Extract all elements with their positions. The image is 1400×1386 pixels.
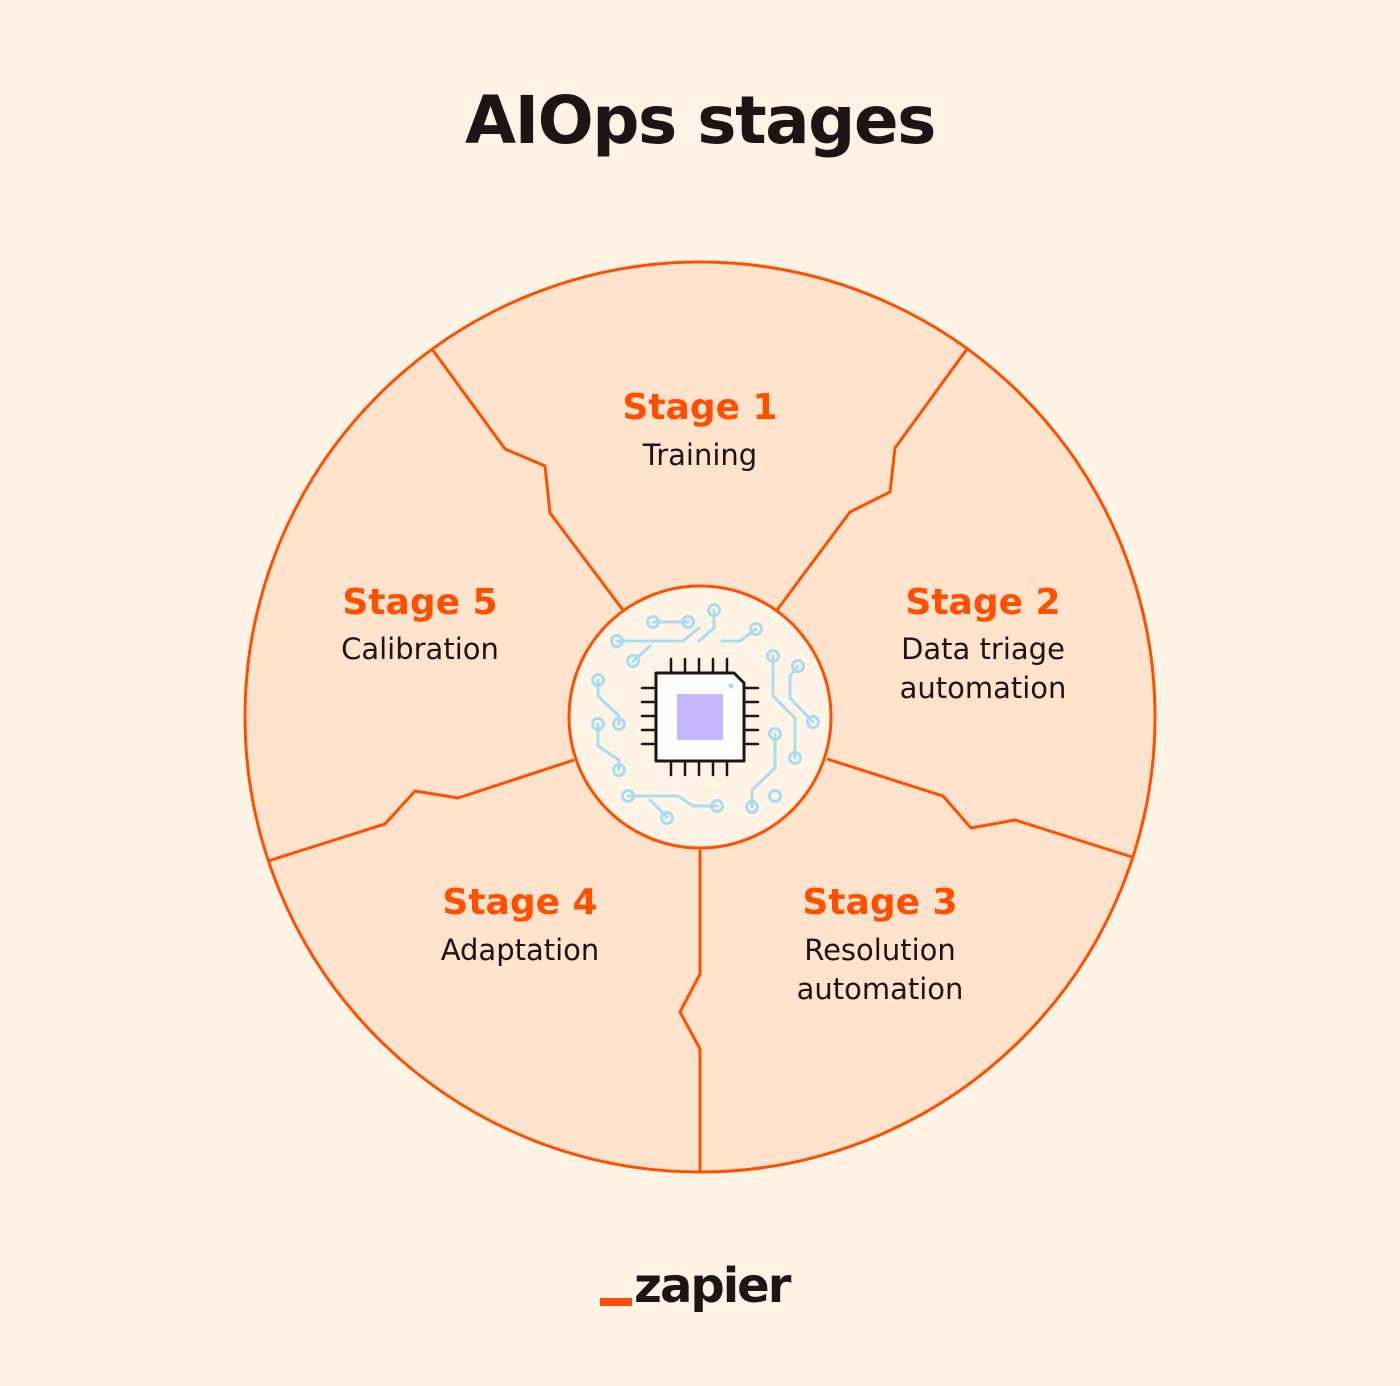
- zapier-logo: zapier: [600, 1262, 810, 1322]
- chip-pins-icon: [640, 657, 760, 777]
- stage-5-label: Stage 5 Calibration: [341, 582, 499, 666]
- divider-stage5-stage1: [430, 348, 625, 611]
- stage-2-title: Stage 2: [905, 582, 1060, 623]
- divider-stage2-stage3: [826, 757, 1133, 859]
- stage-4-title: Stage 4: [442, 882, 597, 923]
- chip-dot-icon: [728, 683, 734, 689]
- stage-3-desc-line-2: automation: [797, 972, 964, 1006]
- stage-2-desc-line-1: Data triage: [901, 632, 1065, 666]
- stage-5-desc-line-1: Calibration: [341, 632, 499, 666]
- divider-stage3-stage4: [678, 850, 702, 1172]
- stage-3-title: Stage 3: [802, 882, 957, 923]
- divider-stage1-stage2: [775, 348, 969, 611]
- logo-wordmark: zapier: [634, 1258, 791, 1314]
- stage-4-label: Stage 4 Adaptation: [441, 882, 600, 967]
- page-title: AIOps stages: [465, 82, 936, 159]
- stage-2-desc-line-2: automation: [900, 671, 1067, 705]
- stage-1-title: Stage 1: [622, 387, 777, 428]
- segment-dividers: [267, 348, 1133, 1172]
- stage-3-desc-line-1: Resolution: [804, 933, 956, 967]
- divider-stage4-stage5: [267, 758, 575, 863]
- circuit-chip-icon: [591, 603, 820, 825]
- stage-4-desc-line-1: Adaptation: [441, 933, 600, 967]
- chip-core-icon: [677, 694, 723, 740]
- stage-2-label: Stage 2 Data triage automation: [900, 582, 1067, 705]
- stage-1-label: Stage 1 Training: [622, 387, 777, 472]
- logo-underscore-icon: [600, 1298, 632, 1306]
- stage-3-label: Stage 3 Resolution automation: [797, 882, 964, 1006]
- stage-5-title: Stage 5: [342, 582, 497, 623]
- circuit-traces-icon: [591, 603, 820, 825]
- stage-1-desc-line-1: Training: [642, 438, 757, 472]
